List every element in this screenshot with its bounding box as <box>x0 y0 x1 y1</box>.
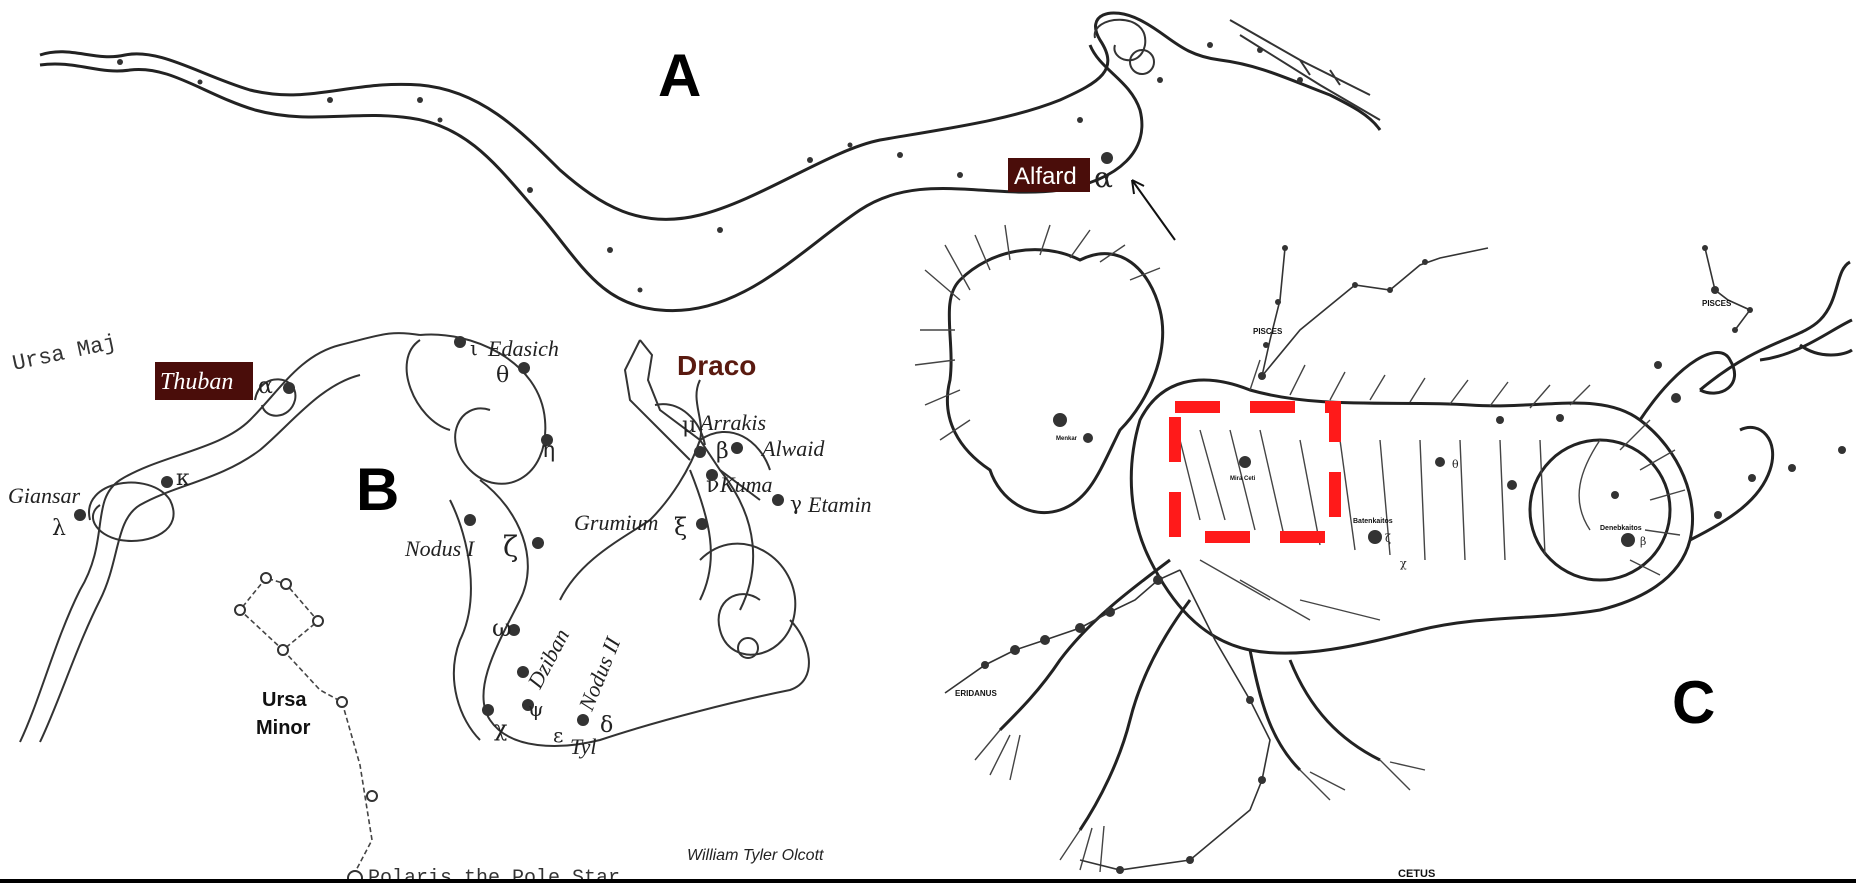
cetus-tail-coil <box>1640 353 1773 541</box>
panel-a-hydra: A Alfard α <box>40 13 1380 311</box>
panel-b-letter: B <box>356 456 399 523</box>
pisces-stars <box>1258 245 1753 380</box>
panel-c-cetus: PISCES PISCES ERIDANUS Menkar Mira Ceti … <box>915 225 1852 880</box>
label-theta: θ <box>496 363 509 388</box>
eridanus-label: ERIDANUS <box>955 689 997 698</box>
label-grumium: Grumium <box>574 510 658 535</box>
cetus-spiral <box>1530 440 1670 580</box>
label-delta: δ <box>600 713 613 738</box>
greek-zeta-c: ζ <box>1385 532 1391 545</box>
label-dziban: Dziban <box>522 624 574 693</box>
draco-title: Draco <box>677 350 756 381</box>
greek-chi-c: χ <box>1400 557 1407 570</box>
pisces-label-1: PISCES <box>1253 327 1283 336</box>
label-gamma: γ <box>790 491 802 515</box>
label-kuma: Kuma <box>719 472 773 497</box>
label-tyl: Tyl <box>570 734 596 759</box>
hydra-head-coil <box>1095 20 1146 60</box>
denebkaitos-label: Denebkaitos <box>1600 525 1642 532</box>
label-etamin: Etamin <box>807 492 872 517</box>
label-kappa: κ <box>176 466 190 491</box>
panel-c-letter: C <box>1672 669 1715 736</box>
label-omega: ω <box>492 614 512 642</box>
alfard-greek-letter: α <box>1094 161 1113 194</box>
ursa-minor-label-line2: Minor <box>256 717 311 739</box>
label-eta: η <box>542 438 555 463</box>
mira-ceti-label: Mira Ceti <box>1230 476 1256 482</box>
cetus-tail-fin <box>1700 262 1852 390</box>
batenkaitos-label: Batenkaitos <box>1353 518 1393 525</box>
label-alwaid: Alwaid <box>760 436 825 461</box>
greek-theta-c: θ <box>1452 458 1459 471</box>
label-edasich: Edasich <box>487 336 559 361</box>
label-iota: ι <box>470 336 478 360</box>
bottom-bar <box>0 879 1856 883</box>
label-lambda: λ <box>52 516 66 541</box>
ursa-major-label-fragment: Ursa Maj <box>10 330 119 376</box>
label-nodus-2: Nodus II <box>573 632 626 715</box>
panel-b-draco: Ursa Maj Ursa Minor Polaris the Pole Sta… <box>8 330 872 883</box>
cetus-body <box>1131 380 1692 653</box>
menkar-label: Menkar <box>1056 436 1078 442</box>
panel-a-letter: A <box>658 42 701 109</box>
label-chi: χ <box>494 717 507 742</box>
label-nu: ν <box>706 473 719 498</box>
greek-beta-c: β <box>1640 535 1646 548</box>
label-xi: ξ <box>674 513 687 541</box>
pisces-label-2: PISCES <box>1702 299 1732 308</box>
hydra-outline-upper <box>40 13 1380 219</box>
hydra-jaw <box>1230 20 1380 120</box>
hydra-outline-lower <box>40 45 1142 311</box>
label-nodus-1: Nodus I <box>404 536 476 561</box>
draco-tail-inner <box>40 375 360 742</box>
alfard-tag: Alfard <box>1014 163 1077 190</box>
cetus-stars <box>981 361 1846 874</box>
thuban-tag: Thuban <box>160 369 233 395</box>
ursa-minor-label-line1: Ursa <box>262 689 307 711</box>
alfard-pointer-arrow <box>1132 180 1175 240</box>
label-beta: β <box>716 439 729 464</box>
pisces-line-left <box>1262 248 1488 376</box>
label-mu: μ <box>682 413 696 438</box>
label-arrakis: Arrakis <box>698 410 766 435</box>
cetus-front-legs <box>1000 560 1380 830</box>
label-giansar: Giansar <box>8 483 81 508</box>
hydra-stars <box>117 42 1303 293</box>
cetus-label: CETUS <box>1398 868 1435 880</box>
cetus-body-hatching <box>1180 430 1545 620</box>
label-psi: ψ <box>528 697 544 721</box>
label-zeta: ζ <box>503 530 518 563</box>
label-epsilon: ε <box>553 723 563 747</box>
illustrator-credit: William Tyler Olcott <box>687 847 824 864</box>
thuban-greek: α <box>258 374 273 399</box>
